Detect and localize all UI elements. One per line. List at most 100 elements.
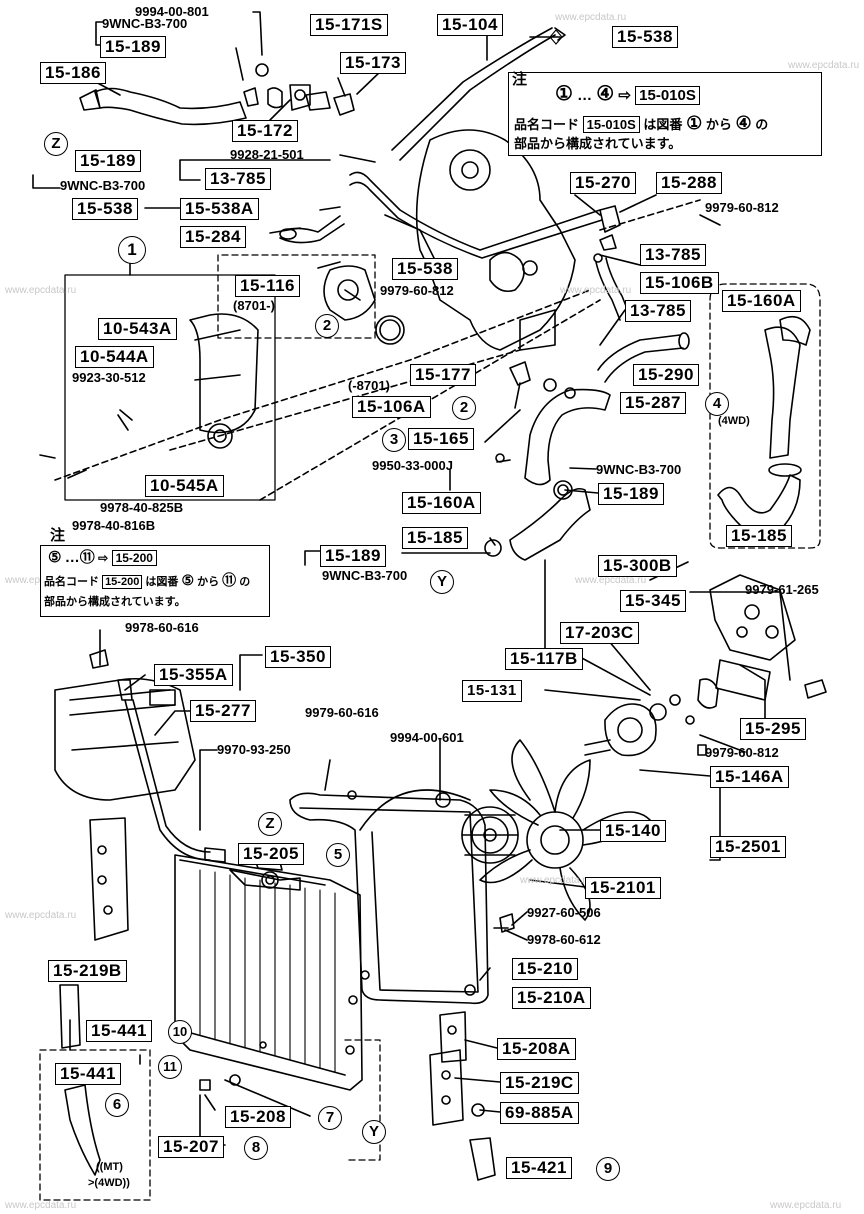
part-label: 9950-33-000J	[372, 458, 453, 473]
callout-2: 2	[315, 314, 339, 338]
callout-9: 9	[596, 1157, 620, 1181]
part-number-box: 15-205	[238, 843, 304, 865]
part-number-box: 15-295	[740, 718, 806, 740]
note-1-code: 15-010S	[635, 86, 700, 105]
part-number-box: 15-173	[340, 52, 406, 74]
part-number-box: 15-189	[75, 150, 141, 172]
part-number-box: 15-146A	[710, 766, 789, 788]
part-label: 9927-60-506	[527, 905, 601, 920]
note-1-ellipsis: …	[577, 87, 593, 104]
part-number-box: 15-290	[633, 364, 699, 386]
note-1-text-a: 品名コード	[514, 117, 580, 132]
note-2-code: 15-200	[111, 550, 157, 566]
part-number-box: 15-538A	[180, 198, 259, 220]
part-number-box: 15-189	[320, 545, 386, 567]
note-box-2	[40, 545, 270, 617]
watermark: www.epcdata.ru	[5, 285, 77, 296]
part-number-box: 15-160A	[722, 290, 801, 312]
part-number-box: 15-104	[437, 14, 503, 36]
watermark: www.epcdata.ru	[520, 875, 592, 886]
part-number-box: 15-106B	[640, 272, 719, 294]
part-number-box: 15-185	[402, 527, 468, 549]
part-number-box: 15-186	[40, 62, 106, 84]
part-label: (8701-)	[233, 298, 275, 313]
section-mark-z: Z	[258, 812, 282, 836]
watermark: www.epcdata.ru	[560, 285, 632, 296]
part-number-box: 15-210A	[512, 987, 591, 1009]
part-number-box: 15-2501	[710, 836, 786, 858]
note-2-text-d: ⑤	[181, 572, 195, 588]
part-label: 9994-00-601	[390, 730, 464, 745]
part-number-box: 15-288	[656, 172, 722, 194]
part-number-box: 15-189	[598, 483, 664, 505]
part-label: 9979-60-812	[380, 283, 454, 298]
part-label: 9WNC-B3-700	[60, 178, 146, 193]
note-2-line-3: 部品から構成されています。	[44, 596, 186, 608]
part-label: 9979-61-265	[745, 582, 819, 597]
callout-10: 10	[168, 1020, 192, 1044]
watermark: www.epcdata.ru	[5, 910, 77, 921]
note-1-circle-1: ①	[555, 83, 573, 105]
note-box-1	[508, 72, 822, 156]
part-number-box: 10-545A	[145, 475, 224, 497]
callout-8: 8	[244, 1136, 268, 1160]
note-2-line-1: ⑤ …⑪ ⇨ 15-200	[48, 550, 157, 566]
part-number-box: 15-270	[570, 172, 636, 194]
part-number-box: 15-165	[408, 428, 474, 450]
part-label: 9WNC-B3-700	[102, 16, 188, 31]
note-1-head: 注	[512, 71, 528, 88]
note-1-text-d: ①	[686, 113, 703, 133]
part-number-box: 15-284	[180, 226, 246, 248]
note-2-text-g: の	[239, 576, 251, 588]
part-number-box: 15-116	[235, 275, 300, 297]
note-1-text-g: の	[755, 117, 769, 132]
part-number-box: 15-441	[86, 1020, 152, 1042]
note-2-line-2: 品名コード 15-200 は図番 ⑤ から ⑪ の	[44, 572, 250, 590]
part-label: 9WNC-B3-700	[322, 568, 408, 583]
part-label: 9928-21-501	[230, 147, 304, 162]
part-number-box: 15-219C	[500, 1072, 579, 1094]
part-number-box: 15-355A	[154, 664, 233, 686]
note-1-text-c: は図番	[643, 117, 683, 132]
part-label: 9994-00-801	[135, 4, 209, 19]
part-number-box: 15-172	[232, 120, 298, 142]
part-label: >(4WD))	[88, 1177, 130, 1189]
part-number-box: 15-538	[392, 258, 458, 280]
part-number-box: 13-785	[205, 168, 271, 190]
part-label: 9978-40-816B	[72, 518, 156, 533]
part-label: 9923-30-512	[72, 370, 146, 385]
note-1-circle-4: ④	[596, 83, 615, 105]
section-mark-z: Z	[44, 132, 68, 156]
note-2-head: 注	[50, 527, 66, 544]
part-number-box: 15-207	[158, 1136, 224, 1158]
part-number-box: 15-300B	[598, 555, 677, 577]
part-number-box: 15-345	[620, 590, 686, 612]
watermark: www.epcdata.ru	[770, 1200, 842, 1211]
watermark: www.epcdata.ru	[575, 575, 647, 586]
part-number-box: 15-287	[620, 392, 686, 414]
part-number-box: 15-538	[72, 198, 138, 220]
callout-7: 7	[318, 1106, 342, 1130]
watermark: www.epcdata.ru	[788, 60, 860, 71]
note-1-code-2: 15-010S	[582, 116, 640, 133]
part-label: (-8701)	[348, 378, 390, 393]
callout-11: 11	[158, 1055, 182, 1079]
part-number-box: 15-2101	[585, 877, 661, 899]
callout-6: 6	[105, 1093, 129, 1117]
part-number-box: 15-177	[410, 364, 476, 386]
callout-5: 5	[326, 843, 350, 867]
note-2-arrow: ⇨	[98, 551, 109, 565]
part-number-box: 15-441	[55, 1063, 121, 1085]
part-label: 9979-60-616	[305, 705, 379, 720]
note-2-text-c: は図番	[145, 576, 179, 588]
section-mark-y: Y	[430, 570, 454, 594]
part-number-box: 15-131	[462, 680, 522, 702]
part-number-box: 69-885A	[500, 1102, 579, 1124]
part-number-box: 15-219B	[48, 960, 127, 982]
note-2-text-f: ⑪	[222, 572, 237, 588]
note-1-line-2: 品名コード 15-010S は図番 ① から ④ の	[514, 113, 769, 133]
part-label: 9978-60-616	[125, 620, 199, 635]
note-2-text-e: から	[197, 576, 220, 588]
part-label: 9978-60-612	[527, 932, 601, 947]
